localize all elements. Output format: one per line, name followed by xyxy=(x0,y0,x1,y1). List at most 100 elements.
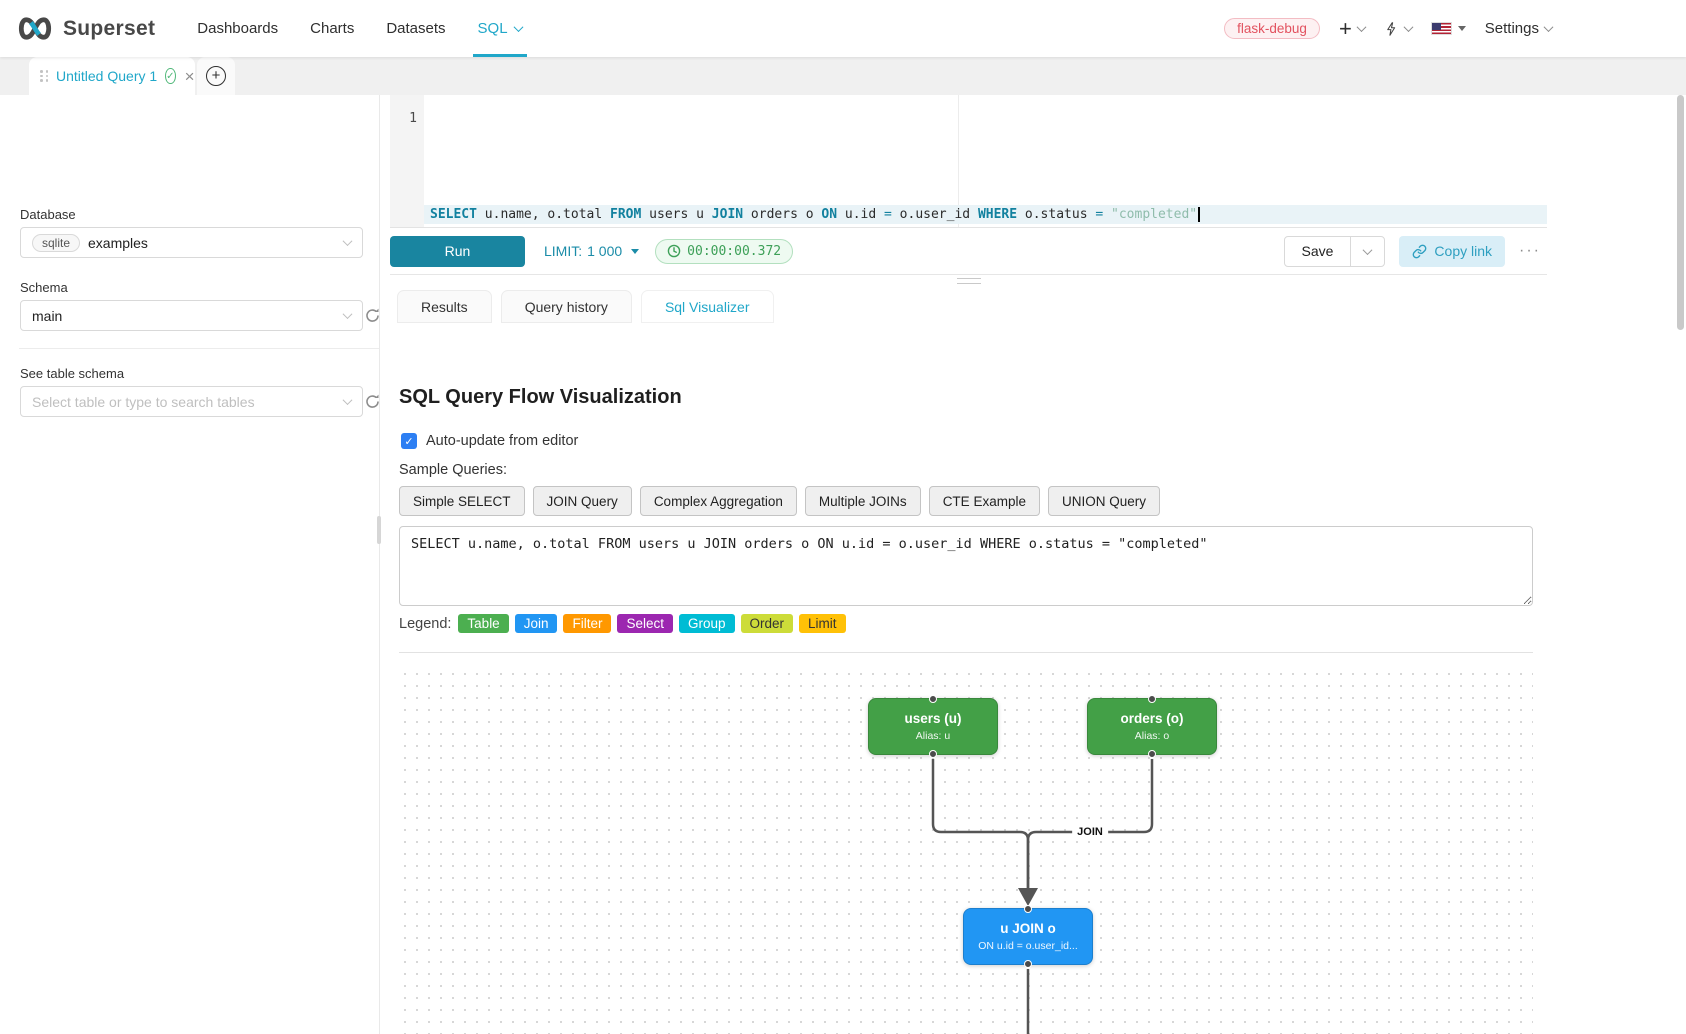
sample-button-union-query[interactable]: UNION Query xyxy=(1047,486,1160,516)
toolbar-right: Save Copy link ··· xyxy=(1283,235,1542,267)
nav-item-dashboards[interactable]: Dashboards xyxy=(181,0,294,57)
auto-update-checkbox[interactable]: ✓ xyxy=(401,433,417,449)
node-handle-bottom[interactable] xyxy=(1024,960,1032,968)
lightning-icon xyxy=(1387,21,1395,36)
nav-item-label: Datasets xyxy=(386,20,446,37)
sql-token: = xyxy=(1095,207,1104,222)
flow-canvas[interactable]: JOIN users (u)Alias: u orders (o)Alias: o… xyxy=(399,668,1533,1034)
add-query-tab-button[interactable]: + xyxy=(197,57,235,95)
sample-button-cte-example[interactable]: CTE Example xyxy=(928,486,1040,516)
sample-button-complex-aggregation[interactable]: Complex Aggregation xyxy=(639,486,797,516)
legend-chip-select: Select xyxy=(617,614,673,633)
chevron-down-icon xyxy=(342,309,353,320)
nav-item-datasets[interactable]: Datasets xyxy=(370,0,461,57)
node-title: orders (o) xyxy=(1120,711,1184,726)
more-actions-button[interactable]: ··· xyxy=(1519,242,1541,259)
flow-node-orders[interactable]: orders (o)Alias: o xyxy=(1087,695,1217,758)
limit-value: 1 000 xyxy=(587,243,623,259)
sql-token: FROM xyxy=(610,207,642,222)
schema-select[interactable]: main xyxy=(20,300,363,331)
auto-update-label: Auto-update from editor xyxy=(426,433,579,449)
line-number: 1 xyxy=(409,111,417,126)
query-editor-tabbar: Untitled Query 1 ✓ × + xyxy=(0,57,1686,95)
tab-sql-visualizer[interactable]: Sql Visualizer xyxy=(640,290,774,323)
sql-token: "completed" xyxy=(1111,207,1198,222)
nav-item-charts[interactable]: Charts xyxy=(294,0,370,57)
database-select[interactable]: sqlite examples xyxy=(20,227,363,258)
new-item-menu[interactable]: + xyxy=(1338,15,1367,41)
nav-item-sql[interactable]: SQL xyxy=(462,0,538,57)
database-select-value: examples xyxy=(88,234,148,251)
chevron-down-icon xyxy=(1403,22,1414,33)
node-handle-bottom[interactable] xyxy=(929,750,937,758)
limit-dropdown[interactable]: LIMIT: 1 000 xyxy=(544,243,640,259)
editor-toolbar: Run LIMIT: 1 000 00:00:00.372 Save Copy … xyxy=(390,228,1547,275)
flow-node-join[interactable]: u JOIN o ON u.id = o.user_id... xyxy=(963,905,1093,968)
node-title: u JOIN o xyxy=(1000,921,1056,936)
drag-handle-icon[interactable] xyxy=(40,70,48,82)
legend-label: Legend: xyxy=(399,615,452,632)
node-subtitle: Alias: u xyxy=(915,730,951,742)
sample-button-multiple-joins[interactable]: Multiple JOINs xyxy=(804,486,921,516)
refresh-schema-icon[interactable] xyxy=(364,307,381,324)
chevron-down-icon xyxy=(1356,22,1367,33)
legend-chip-filter: Filter xyxy=(563,614,612,633)
superset-logo[interactable]: Superset xyxy=(16,16,155,41)
pane-resize-handle[interactable] xyxy=(957,278,981,284)
tab-query-history[interactable]: Query history xyxy=(500,290,632,323)
sql-token: ON xyxy=(821,207,838,222)
language-picker[interactable] xyxy=(1430,22,1466,35)
save-button[interactable]: Save xyxy=(1301,243,1334,259)
sample-button-simple-select[interactable]: Simple SELECT xyxy=(399,486,525,516)
visualizer-query-input[interactable]: SELECT u.name, o.total FROM users u JOIN… xyxy=(399,526,1533,606)
brand-name: Superset xyxy=(63,16,156,40)
nav-item-label: Charts xyxy=(310,20,355,37)
plus-icon: + xyxy=(1338,15,1352,41)
sql-token: u.name, o.total xyxy=(476,207,611,222)
save-dropdown-button[interactable] xyxy=(1350,236,1384,266)
legend-chip-table: Table xyxy=(458,614,509,633)
table-schema-label: See table schema xyxy=(20,366,125,381)
settings-menu[interactable]: Settings xyxy=(1484,20,1554,37)
refresh-tables-icon[interactable] xyxy=(364,393,381,410)
table-select[interactable]: Select table or type to search tables xyxy=(20,386,363,417)
sql-token: WHERE xyxy=(977,207,1018,222)
query-tab-active[interactable]: Untitled Query 1 ✓ × xyxy=(29,57,195,95)
settings-label: Settings xyxy=(1484,20,1539,37)
page-scrollbar-thumb[interactable] xyxy=(1677,95,1684,330)
plus-circle-icon: + xyxy=(206,66,226,86)
sql-token: orders o xyxy=(743,207,822,222)
nav-item-label: SQL xyxy=(477,20,508,37)
close-tab-icon[interactable]: × xyxy=(184,66,195,86)
sql-token: users u xyxy=(641,207,712,222)
run-button[interactable]: Run xyxy=(390,235,525,267)
node-handle-top[interactable] xyxy=(929,695,937,703)
tab-results[interactable]: Results xyxy=(397,290,492,323)
copy-link-button[interactable]: Copy link xyxy=(1399,235,1506,267)
node-subtitle: ON u.id = o.user_id... xyxy=(978,940,1078,952)
save-button-group: Save xyxy=(1283,235,1386,267)
header-right: flask-debug + Settings xyxy=(1224,15,1554,41)
node-handle-top[interactable] xyxy=(1024,905,1032,913)
sql-editor[interactable]: 1 SELECT u.name, o.total FROM users u JO… xyxy=(390,95,1547,228)
superset-infinity-icon xyxy=(18,17,52,40)
content-divider xyxy=(399,652,1533,653)
query-timer: 00:00:00.372 xyxy=(655,238,794,264)
sample-button-join-query[interactable]: JOIN Query xyxy=(532,486,632,516)
query-search-menu[interactable] xyxy=(1384,20,1414,38)
sql-token: JOIN xyxy=(711,207,744,222)
sidebar-divider xyxy=(19,348,379,349)
node-handle-bottom[interactable] xyxy=(1148,750,1156,758)
node-handle-top[interactable] xyxy=(1148,695,1156,703)
edge-label-join: JOIN xyxy=(1072,825,1108,839)
us-flag-icon xyxy=(1430,22,1452,35)
flow-node-users[interactable]: users (u)Alias: u xyxy=(868,695,998,758)
copy-link-label: Copy link xyxy=(1434,243,1493,259)
sql-code-line: SELECT u.name, o.total FROM users u JOIN… xyxy=(430,205,1200,224)
clock-icon xyxy=(667,244,681,258)
nav-item-label: Dashboards xyxy=(197,20,279,37)
editor-gutter: 1 xyxy=(390,95,424,227)
panel-resize-handle[interactable] xyxy=(377,516,381,544)
